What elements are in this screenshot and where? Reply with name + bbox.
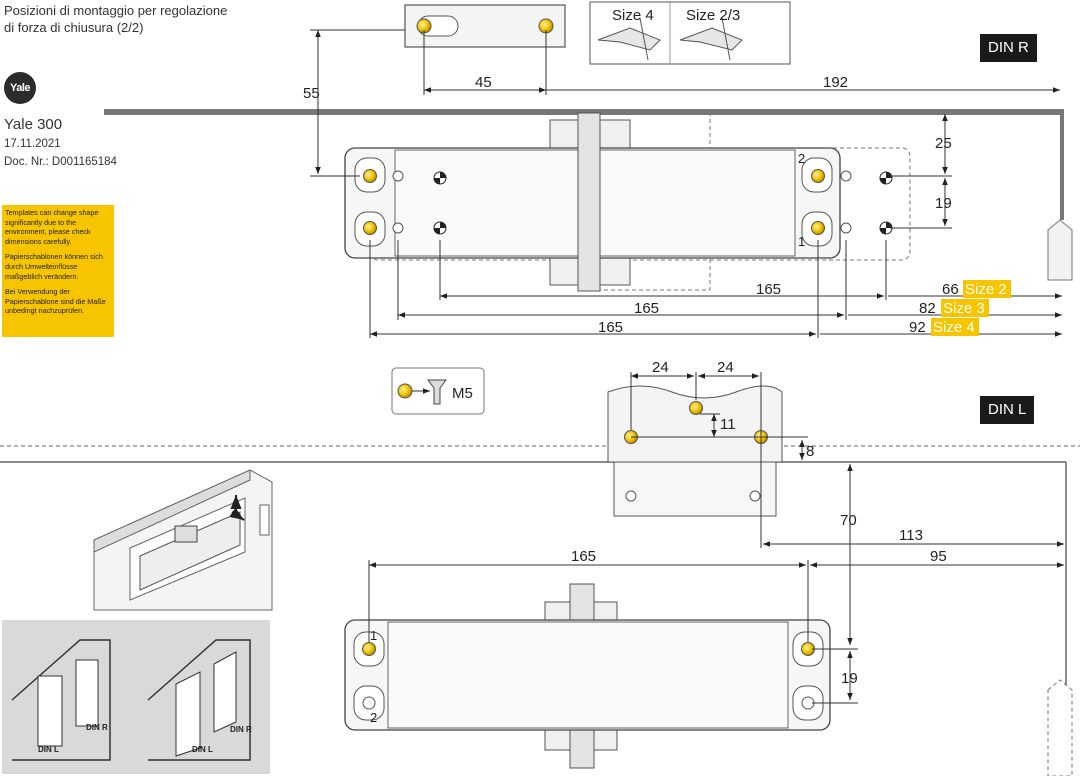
label-din-l-2: DIN L bbox=[192, 745, 213, 754]
door-types-panel bbox=[2, 620, 270, 774]
title-line-1: Posizioni di montaggio per regolazione bbox=[4, 3, 228, 18]
closer-body-top bbox=[344, 112, 893, 292]
size-3-highlight bbox=[941, 299, 989, 317]
label-size-4: Size 4 bbox=[612, 7, 654, 24]
label-size-2: Size 2 bbox=[965, 281, 1007, 298]
doc-number: Doc. Nr.: D001165184 bbox=[4, 156, 117, 168]
hole-number-2-top: 2 bbox=[798, 151, 805, 166]
dim-25: 25 bbox=[935, 135, 952, 152]
dim-11: 11 bbox=[720, 416, 736, 433]
size-4-highlight bbox=[931, 318, 979, 336]
dim-92: 92 bbox=[909, 319, 926, 336]
hole-number-1-bottom: 1 bbox=[370, 628, 377, 643]
note-de-1: Papierschablonen können sich durch Umwel… bbox=[5, 252, 103, 281]
dim-82: 82 bbox=[919, 300, 936, 317]
dim-165-b: 165 bbox=[634, 300, 659, 317]
bottom-frame bbox=[0, 461, 1073, 776]
top-plate bbox=[404, 4, 566, 48]
dim-113: 113 bbox=[899, 527, 923, 544]
dim-70: 70 bbox=[840, 512, 857, 529]
label-size-4-dim: Size 4 bbox=[933, 319, 975, 336]
page-title: Posizioni di montaggio per regolazione d… bbox=[4, 2, 254, 36]
din-l-badge: DIN L bbox=[980, 396, 1035, 424]
title-line-2: di forza di chiusura (2/2) bbox=[4, 20, 144, 35]
screw-legend bbox=[391, 367, 485, 415]
label-size-3: Size 3 bbox=[943, 300, 985, 317]
template-warning-note: Templates can change shape significantly… bbox=[2, 205, 114, 337]
dim-24-b: 24 bbox=[717, 359, 734, 376]
isometric-door-illustration bbox=[93, 469, 273, 611]
dim-55: 55 bbox=[303, 85, 320, 102]
dim-19-top: 19 bbox=[935, 195, 952, 212]
hole-number-1-top: 1 bbox=[798, 234, 805, 249]
size-2-highlight bbox=[963, 280, 1011, 298]
frame-line bbox=[104, 109, 1073, 281]
dim-8: 8 bbox=[806, 443, 814, 460]
label-size-2-3: Size 2/3 bbox=[686, 7, 740, 24]
dim-45: 45 bbox=[475, 74, 492, 91]
bottom-dim-lines bbox=[368, 372, 1064, 704]
dim-192: 192 bbox=[823, 74, 848, 91]
din-r-badge: DIN R bbox=[980, 34, 1037, 62]
dim-19-bottom: 19 bbox=[841, 670, 858, 687]
dim-95: 95 bbox=[930, 548, 947, 565]
bottom-bracket bbox=[607, 385, 783, 517]
screw-size-label: M5 bbox=[452, 385, 473, 402]
top-dim-lines bbox=[310, 29, 1062, 338]
doc-date: 17.11.2021 bbox=[4, 138, 61, 150]
dim-165-bottom: 165 bbox=[571, 548, 596, 565]
yale-logo: Yale bbox=[4, 72, 36, 104]
note-en: Templates can change shape significantly… bbox=[5, 208, 99, 246]
note-de-2: Bei Verwendung der Papierschablone sind … bbox=[5, 287, 106, 316]
hole-number-2-bottom: 2 bbox=[370, 710, 377, 725]
size-illustration-box bbox=[589, 1, 791, 65]
label-din-l-1: DIN L bbox=[38, 745, 59, 754]
dim-24-a: 24 bbox=[652, 359, 669, 376]
dim-165-a: 165 bbox=[756, 281, 781, 298]
label-din-r-1: DIN R bbox=[86, 723, 108, 732]
closer-body-bottom bbox=[344, 583, 831, 769]
product-name: Yale 300 bbox=[4, 116, 63, 133]
dim-66: 66 bbox=[942, 281, 959, 298]
label-din-r-2: DIN R bbox=[230, 725, 252, 734]
dim-165-c: 165 bbox=[598, 319, 623, 336]
